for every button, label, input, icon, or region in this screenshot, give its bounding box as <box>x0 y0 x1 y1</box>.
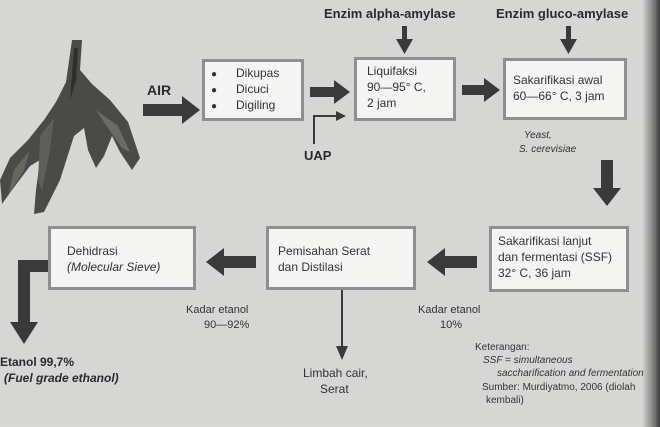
dehidrasi-subtitle: (Molecular Sieve) <box>67 260 160 275</box>
keterangan-source: Sumber: Murdiyatmo, 2006 (diolah <box>482 382 635 393</box>
bullet-icon: ● <box>211 99 217 114</box>
pemisahan-title: Pemisahan Serat <box>278 244 370 259</box>
liquifaksi-title: Liquifaksi <box>367 64 417 79</box>
arrow-prep-to-liquifaksi <box>310 80 350 104</box>
bullet-icon: ● <box>211 67 217 82</box>
ssf-title: Sakarifikasi lanjut <box>498 234 591 249</box>
arrow-air <box>143 96 200 124</box>
sakarifikasi-awal-detail: 60—66° C, 3 jam <box>513 89 605 104</box>
ssf-box: Sakarifikasi lanjut dan fermentasi (SSF)… <box>489 226 629 292</box>
prep-item-digiling: Digiling <box>236 98 275 113</box>
ssf-detail: 32° C, 36 jam <box>498 266 571 281</box>
liquifaksi-temp: 90—95° C, <box>367 80 426 95</box>
yeast-label: Yeast, <box>524 130 552 141</box>
pemisahan-subtitle: dan Distilasi <box>278 260 343 275</box>
bullet-icon: ● <box>211 83 217 98</box>
arrow-liquifaksi-to-sakarifikasi <box>462 78 500 102</box>
prep-item-dikupas: Dikupas <box>236 66 279 81</box>
dehidrasi-title: Dehidrasi <box>67 244 118 259</box>
etanol-label: Etanol 99,7% <box>0 355 74 369</box>
sakarifikasi-awal-box: Sakarifikasi awal 60—66° C, 3 jam <box>503 58 627 120</box>
kadar-right-label: Kadar etanol <box>418 304 480 316</box>
arrow-gluco-down <box>560 26 577 54</box>
ssf-subtitle: dan fermentasi (SSF) <box>498 250 612 265</box>
arrow-sakarifikasi-to-ssf <box>593 160 621 206</box>
keterangan-line2: saccharification and fermentation <box>497 368 644 379</box>
arrow-etanol <box>10 260 48 344</box>
kadar-left-value: 90—92% <box>204 319 249 331</box>
page-edge-shadow <box>642 0 660 427</box>
limbah-serat-label: Serat <box>320 382 349 396</box>
arrow-limbah <box>336 290 348 360</box>
arrow-ssf-to-pemisahan <box>427 248 477 276</box>
liquifaksi-box: Liquifaksi 90—95° C, 2 jam <box>354 57 456 121</box>
prep-item-dicuci: Dicuci <box>236 82 269 97</box>
etanol-grade-label: (Fuel grade ethanol) <box>4 371 119 385</box>
keterangan-source-cont: kembali) <box>486 395 524 406</box>
arrow-alpha-down <box>396 26 413 54</box>
liquifaksi-time: 2 jam <box>367 96 396 111</box>
uap-label: UAP <box>304 148 331 163</box>
prep-box: ● Dikupas ● Dicuci ● Digiling <box>202 59 304 121</box>
pemisahan-box: Pemisahan Serat dan Distilasi <box>266 226 416 290</box>
enzim-alpha-label: Enzim alpha-amylase <box>324 6 456 21</box>
sakarifikasi-awal-title: Sakarifikasi awal <box>513 73 602 88</box>
yeast-species-label: S. cerevisiae <box>519 144 576 155</box>
kadar-right-value: 10% <box>440 319 462 331</box>
enzim-gluco-label: Enzim gluco-amylase <box>496 6 628 21</box>
keterangan-line1: SSF = simultaneous <box>483 355 573 366</box>
keterangan-title: Keterangan: <box>475 342 530 353</box>
kadar-left-label: Kadar etanol <box>186 304 248 316</box>
arrow-uap <box>314 116 338 144</box>
arrow-uap-head <box>336 111 346 121</box>
dehidrasi-box: Dehidrasi (Molecular Sieve) <box>48 226 196 290</box>
arrow-pemisahan-to-dehidrasi <box>206 248 256 276</box>
air-label: AIR <box>147 82 171 98</box>
limbah-label: Limbah cair, <box>303 366 368 380</box>
